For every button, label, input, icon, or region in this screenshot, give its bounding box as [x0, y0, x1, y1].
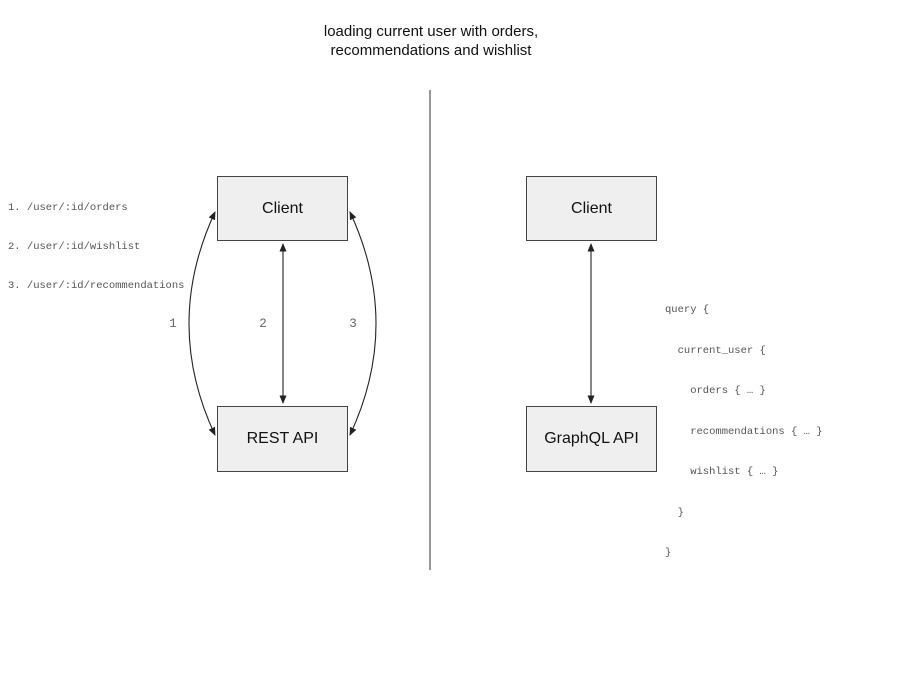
graphql-query-snippet: query { current_user { orders { … } reco… [665, 277, 823, 588]
rest-client-node-label: Client [262, 199, 303, 217]
rest-api-node-label: REST API [246, 430, 319, 447]
rest-arrow-2-label: 2 [259, 317, 267, 331]
graphql-client-node-label: Client [571, 199, 612, 217]
graphql-query-line: query { [665, 304, 710, 316]
graphql-query-line: } [665, 547, 672, 559]
rest-arrow-1-label: 1 [169, 317, 177, 331]
graphql-query-line: recommendations { … } [665, 425, 823, 438]
rest-client-node: Client [217, 176, 348, 241]
diagram-title: loading current user with orders, recomm… [131, 22, 731, 60]
graphql-api-node: GraphQL API [526, 406, 657, 472]
rest-api-node: REST API [217, 406, 348, 472]
rest-endpoint-list: 1. /user/:id/orders 2. /user/:id/wishlis… [8, 176, 184, 319]
graphql-query-line: current_user { [665, 344, 766, 357]
rest-arrow-1-path [188, 211, 216, 436]
rest-endpoint-wishlist: 2. /user/:id/wishlist [8, 241, 141, 253]
rest-arrow-3-label: 3 [349, 317, 357, 331]
graphql-api-node-label: GraphQL API [544, 430, 639, 447]
diagram-title-line1: loading current user with orders, [323, 23, 539, 40]
graphql-query-line: wishlist { … } [665, 466, 779, 478]
graphql-query-line: orders { … } [665, 385, 766, 397]
graphql-client-node: Client [526, 176, 657, 241]
rest-arrow-3-path [349, 211, 377, 436]
diagram-title-line2: recommendations and wishlist [330, 42, 532, 59]
rest-endpoint-recommendations: 3. /user/:id/recommendations [8, 280, 185, 292]
graphql-query-line: } [665, 506, 684, 519]
rest-endpoint-orders: 1. /user/:id/orders [8, 202, 128, 214]
